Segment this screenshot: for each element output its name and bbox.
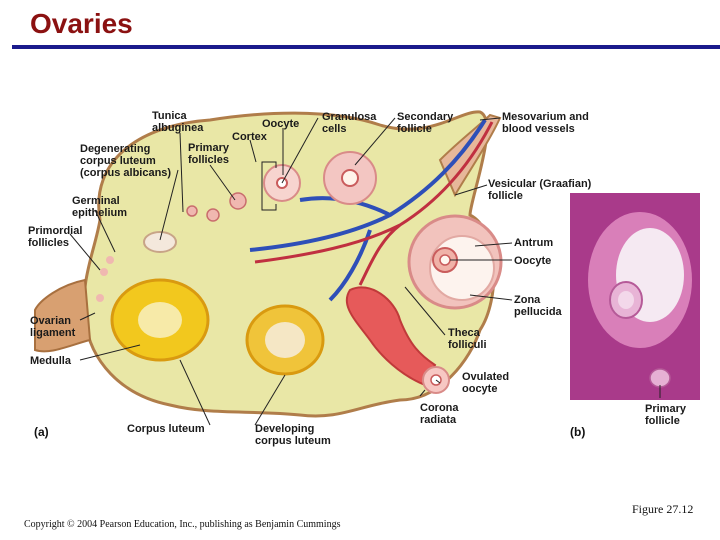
micrograph-primary-follicle	[649, 368, 671, 388]
panel-label-a: (a)	[34, 425, 49, 439]
label-germinal-l1: Germinal	[72, 195, 120, 207]
label-developing-l1: Developing	[255, 423, 315, 435]
slide-title: Ovaries	[30, 8, 133, 39]
label-secondary-l1: Secondary	[397, 111, 454, 123]
label-secondary-l2: follicle	[397, 123, 432, 135]
label-cortex: Cortex	[232, 131, 267, 143]
primary-follicle	[186, 205, 198, 217]
label-vesicular: Vesicular (Graafian)follicle	[488, 178, 591, 202]
corpus-albicans	[143, 231, 177, 253]
figure-reference: Figure 27.12	[632, 502, 694, 516]
label-ovarian-ligament-l2: ligament	[30, 327, 76, 339]
label-theca-l1: Theca	[448, 327, 480, 339]
label-ovarian-ligament-l1: Ovarian	[30, 315, 71, 327]
label-medulla: Medulla	[30, 355, 71, 367]
label-degenerating-l2: corpus luteum	[80, 155, 156, 167]
label-vesicular-l2: follicle	[488, 190, 523, 202]
label-germinal-l2: epithelium	[72, 207, 128, 219]
label-corona-l1: Corona	[420, 402, 459, 414]
label-zona-l2: pellucida	[514, 306, 562, 318]
label-developing-l2: corpus luteum	[255, 435, 331, 447]
label-theca-l2: folliculi	[448, 339, 487, 351]
copyright-notice: Copyright © 2004 Pearson Education, Inc.…	[24, 519, 341, 530]
primordial-follicle	[100, 268, 108, 276]
label-ovulated-l2: oocyte	[462, 383, 498, 395]
label-corpus-luteum: Corpus luteum	[127, 423, 205, 435]
ovarian-ligament	[34, 278, 92, 353]
label-granulosa-l2: cells	[322, 123, 347, 135]
primary-follicle	[229, 192, 247, 210]
label-antrum: Antrum	[514, 237, 554, 249]
label-granulosa-l1: Granulosa	[322, 111, 377, 123]
label-ovulated-l1: Ovulated	[462, 371, 510, 383]
label-primordial-l1: Primordial	[28, 225, 83, 237]
label-degenerating-l3: (corpus albicans)	[80, 167, 172, 179]
label-mesovarium-l1: Mesovarium and	[502, 111, 589, 123]
leader-lines	[69, 117, 661, 426]
label-vesicular-l1: Vesicular (Graafian)	[488, 178, 592, 190]
blood-vessels-red	[254, 121, 494, 286]
panel-label-b: (b)	[570, 425, 586, 439]
label-primary-follicle-b-l2: follicle	[645, 415, 680, 427]
label-tunica-l2: albuginea	[152, 122, 204, 134]
label-mesovarium-l2: blood vessels	[502, 123, 575, 135]
label-oocyte-right: Oocyte	[514, 255, 552, 267]
label-zona-l1: Zona	[514, 294, 541, 306]
label-corona-l2: radiata	[420, 414, 457, 426]
label-primary-follicles-l1: Primary	[188, 142, 229, 154]
label-primary-follicle-b-l1: Primary	[645, 403, 686, 415]
label-oocyte-top: Oocyte	[262, 118, 300, 130]
label-degenerating-l1: Degenerating	[80, 143, 151, 155]
label-primary-follicles-l2: follicles	[188, 154, 229, 166]
primordial-follicle	[106, 256, 114, 264]
title-underline	[12, 45, 720, 49]
primordial-follicle	[96, 294, 104, 302]
primary-follicle	[206, 208, 220, 222]
label-tunica-l1: Tunica	[152, 110, 187, 122]
label-primordial-l2: follicles	[28, 237, 69, 249]
